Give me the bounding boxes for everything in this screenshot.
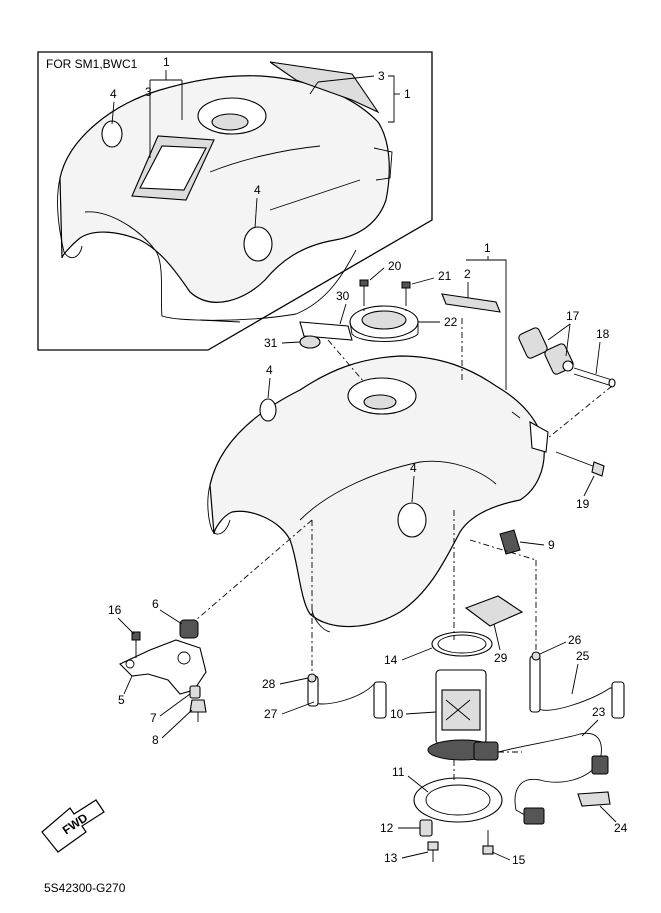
holder-24 (577, 791, 611, 807)
forward-arrow-icon: FWD (41, 799, 105, 853)
inset-title: FOR SM1,BWC1 (46, 57, 138, 71)
fuel-pump-icon (427, 669, 499, 761)
inset-callout-1-top: 1 (163, 55, 170, 69)
callout-29: 29 (494, 651, 508, 665)
callout-28: 28 (262, 677, 276, 691)
inset-callout-4-left: 4 (110, 87, 117, 101)
callout-22: 22 (444, 315, 458, 329)
label-30 (299, 321, 353, 341)
clip-28 (307, 673, 317, 683)
inset-callout-4-center: 4 (254, 183, 261, 197)
callout-26: 26 (568, 633, 582, 647)
damper-17 (518, 327, 574, 375)
bolt-21 (401, 281, 411, 300)
callout-17: 17 (566, 309, 580, 323)
damper-6 (179, 619, 199, 639)
callout-4-left: 4 (266, 363, 273, 377)
callout-13: 13 (384, 851, 398, 865)
callout-6: 6 (152, 597, 159, 611)
clip-26 (531, 651, 541, 661)
callout-21: 21 (438, 269, 452, 283)
callout-25: 25 (576, 649, 590, 663)
inset-callout-3-left: 3 (145, 85, 152, 99)
inset-panel: FOR SM1,BWC1 1 3 4 3 (37, 51, 433, 351)
callout-15: 15 (512, 853, 526, 867)
gasket-29 (464, 595, 524, 627)
bolt-8 (189, 699, 207, 722)
bolt-16 (131, 631, 141, 658)
screw-13 (427, 841, 439, 862)
bolt-20 (359, 279, 369, 300)
callout-20: 20 (388, 259, 402, 273)
bracket-12 (419, 819, 433, 837)
callout-24: 24 (614, 821, 628, 835)
fuel-cap-icon (349, 305, 419, 342)
collar-7 (189, 685, 201, 699)
o-ring-14 (431, 631, 493, 657)
callout-8: 8 (152, 733, 159, 747)
callout-7: 7 (150, 711, 157, 725)
callout-10: 10 (390, 707, 404, 721)
callout-2: 2 (464, 267, 471, 281)
callout-5: 5 (118, 693, 125, 707)
callout-12: 12 (380, 821, 394, 835)
callout-30: 30 (336, 289, 350, 303)
hose-27 (309, 679, 385, 717)
bolt-19 (555, 451, 605, 477)
inset-callout-3-right: 3 (378, 69, 385, 83)
inset-callout-1-right: 1 (404, 87, 411, 101)
inset-fuel-tank-icon (57, 61, 393, 323)
callout-16: 16 (108, 603, 122, 617)
screw-15 (482, 830, 494, 855)
callout-31: 31 (264, 336, 278, 350)
callout-1: 1 (484, 241, 491, 255)
drawing-code: 5S42300-G270 (44, 881, 126, 895)
callout-11: 11 (392, 765, 405, 779)
callouts: 1 2 20 21 22 30 31 17 18 19 4 4 9 6 16 5 (108, 241, 628, 867)
assembly-lines (195, 300, 613, 780)
callout-19: 19 (576, 497, 590, 511)
cover-9 (499, 529, 521, 555)
callout-18: 18 (596, 327, 610, 341)
callout-23: 23 (592, 705, 606, 719)
callout-27: 27 (264, 707, 278, 721)
callout-14: 14 (384, 653, 398, 667)
gasket-2 (441, 293, 501, 313)
flange-11 (413, 777, 503, 823)
fuel-tank-icon (207, 355, 549, 633)
collar-18 (573, 367, 616, 388)
callout-4-center: 4 (410, 461, 417, 475)
decal-31 (299, 335, 321, 349)
callout-9: 9 (548, 538, 555, 552)
